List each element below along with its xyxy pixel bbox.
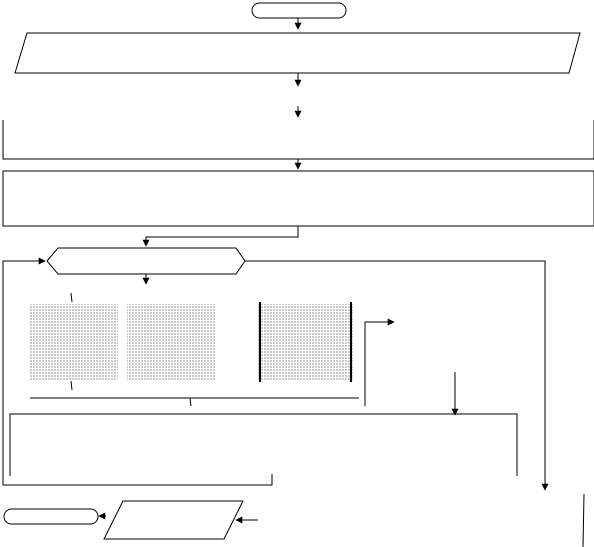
arrow-block-c-to-side (364, 318, 395, 406)
node-output (103, 500, 244, 540)
node-block-b (127, 304, 216, 381)
right-edge-line (582, 493, 585, 547)
node-block-c (258, 302, 353, 382)
node-loop (46, 247, 246, 275)
arrow-loop-back (2, 257, 273, 486)
arrow-process-2-to-loop (142, 226, 299, 247)
tick-block-a-bottom (70, 380, 73, 391)
tick-block-a-top (70, 292, 73, 303)
node-input-1 (14, 32, 581, 74)
node-end (3, 508, 99, 525)
node-process-1 (2, 120, 594, 160)
node-start (251, 2, 347, 19)
node-process-3 (9, 413, 518, 476)
arrow-loop-exit (245, 260, 549, 491)
tick-underline (189, 397, 192, 407)
node-process-2 (2, 170, 594, 227)
node-block-a (29, 304, 118, 381)
